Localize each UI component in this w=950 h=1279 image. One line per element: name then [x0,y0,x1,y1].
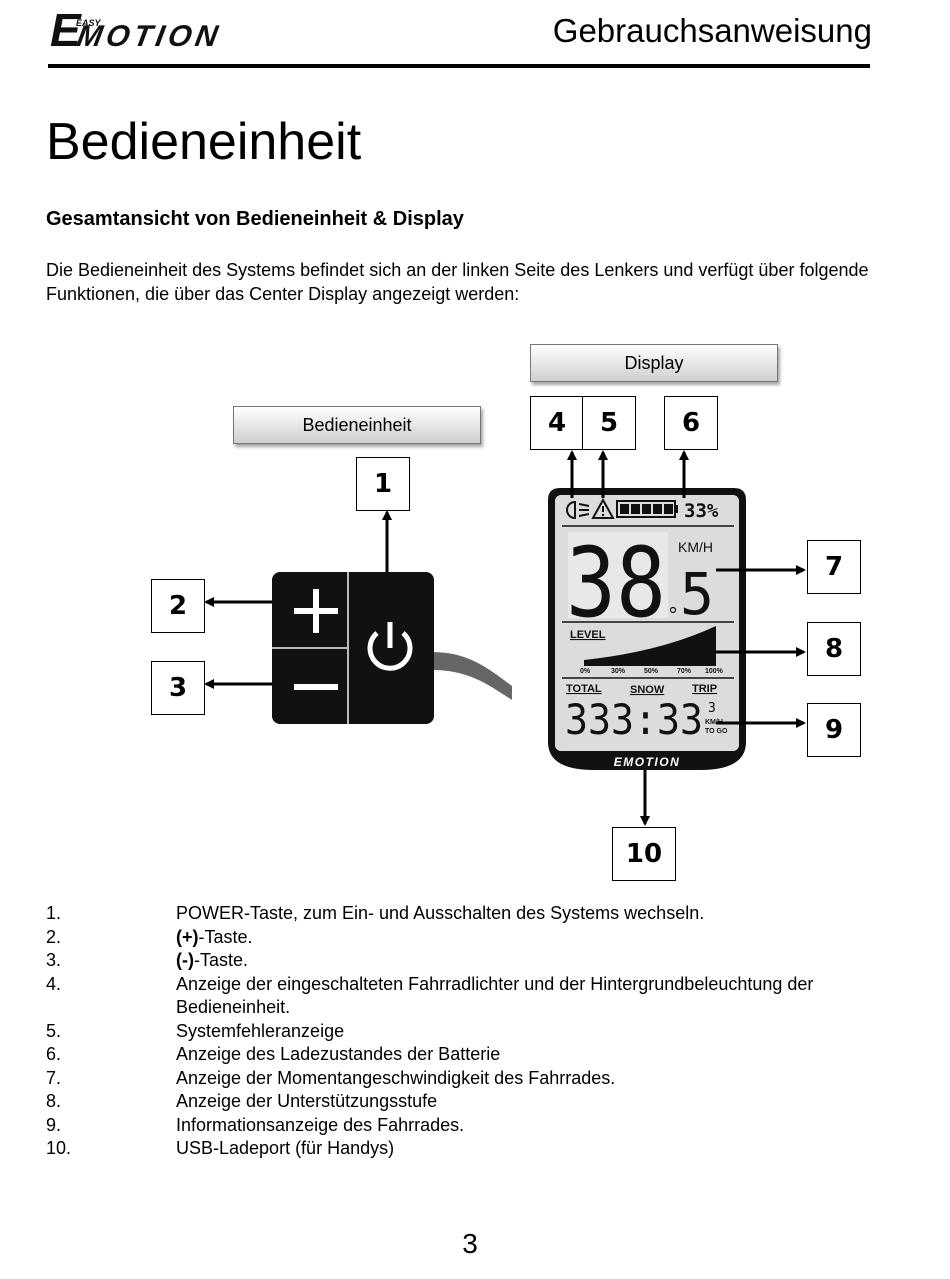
legend-number: 9. [46,1114,62,1135]
battery-icon [616,500,678,518]
legend-list: 1. POWER-Taste, zum Ein- und Ausschalten … [46,902,906,1161]
legend-text: Anzeige der Momentangeschwindigkeit des … [176,1067,616,1088]
legend-text: Informationsanzeige des Fahrrades. [176,1114,465,1135]
legend-number: 3. [46,950,62,970]
level-ticks: 0% 30% 50% 70% 100% [580,668,724,675]
headlight-icon [566,500,590,520]
level-tick-100: 100% [705,668,724,675]
level-label: LEVEL [570,629,606,641]
logo-e: E [50,10,82,50]
level-tick-0: 0% [580,668,591,675]
legend-item: 6. Anzeige des Ladezustandes der Batterie [46,1043,906,1067]
display-label: Display [530,344,778,382]
speed-digit-background [568,532,668,618]
legend-text: POWER-Taste, zum Ein- und Ausschalten de… [176,903,705,923]
minus-icon [294,684,338,690]
legend-text: -Taste. [193,950,249,970]
legend-text: Anzeige der eingeschalteten Fahrradlicht… [176,973,814,1018]
legend-text: USB-Ladeport (für Handys) [176,1138,395,1158]
logo-text: MOTION [74,20,224,50]
callout-9: 9 [807,703,861,757]
page-number: 3 [462,1228,478,1259]
info-unit-kmh: KM/H [705,719,723,726]
legend-number: 10. [46,1138,72,1158]
legend-number: 7. [46,1067,62,1088]
battery-percent: 33% [684,500,719,522]
info-unit-togo: TO GO [705,728,728,735]
info-label-snow: SNOW [630,684,665,696]
callout-1: 1 [356,457,410,511]
callout-2: 2 [151,579,205,633]
power-icon [367,622,413,671]
level-tick-70: 70% [677,668,692,675]
diagram-graphics: 33% 38 KM/H 5 LEVEL 0% 30% 50% 70% 100% … [204,450,806,826]
legend-item: 3. (-)-Taste. [46,949,906,973]
speed-main: 38 [566,527,666,639]
legend-number: 2. [46,926,62,947]
info-digits: 333:33 [565,695,703,744]
lcd-display: 33% 38 KM/H 5 LEVEL 0% 30% 50% 70% 100% … [548,488,746,770]
header-title: Gebrauchsanweisung [552,12,872,49]
callout-3: 3 [151,661,205,715]
intro-paragraph: Die Bedieneinheit des Systems befindet s… [46,260,869,304]
callout-10: 10 [612,827,676,881]
callout-6: 6 [664,396,718,450]
legend-text: Anzeige der Unterstützungsstufe [176,1091,438,1111]
control-unit [272,572,512,724]
legend-item: 2. (+)-Taste. [46,926,906,950]
control-cable [432,652,512,700]
legend-item: 4. Anzeige der eingeschalteten Fahrradlic… [46,973,906,1020]
legend-text: Anzeige des Ladezustandes der Batterie [176,1044,501,1064]
legend-item: 5. Systemfehleranzeige [46,1020,906,1044]
legend-number: 5. [46,1020,62,1041]
header-rule [48,64,870,68]
callout-7: 7 [807,540,861,594]
control-unit-label: Bedieneinheit [233,406,481,444]
legend-number: 1. [46,903,62,923]
brand-logo: E EASY MOTION [50,10,224,50]
info-small-digit: 3 [708,701,716,716]
legend-text: Systemfehleranzeige [176,1020,345,1041]
legend-number: 8. [46,1091,62,1111]
legend-item: 10. USB-Ladeport (für Handys) [46,1137,906,1161]
legend-item: 7. Anzeige der Momentangeschwindigkeit de… [46,1067,906,1091]
legend-item: 8. Anzeige der Unterstützungsstufe [46,1090,906,1114]
plus-icon [294,589,338,633]
device-diagram: Display Bedieneinheit [0,330,950,890]
assist-level-wedge [584,626,716,666]
legend-key: (+) [176,926,199,947]
speed-decimal: 5 [680,560,714,628]
callout-8: 8 [807,622,861,676]
level-tick-50: 50% [644,668,659,675]
section-heading: Gesamtansicht von Bedieneinheit & Displa… [46,208,464,230]
info-label-trip: TRIP [692,683,717,695]
legend-key: (-) [176,950,194,970]
legend-number: 6. [46,1044,62,1064]
page-title: Bedieneinheit [46,113,362,171]
legend-number: 4. [46,973,62,994]
speed-unit: KM/H [678,539,713,555]
display-brand: EMOTION [614,755,681,769]
callout-4: 4 [530,396,584,450]
legend-text: -Taste. [198,926,253,947]
level-tick-30: 30% [611,668,626,675]
logo-small-text: EASY [76,18,102,28]
callout-5: 5 [582,396,636,450]
legend-item: 9. Informationsanzeige des Fahrrades. [46,1114,906,1138]
info-label-total: TOTAL [566,683,602,695]
legend-item: 1. POWER-Taste, zum Ein- und Ausschalten … [46,902,906,926]
decimal-point [669,606,677,614]
warning-icon [591,497,615,519]
